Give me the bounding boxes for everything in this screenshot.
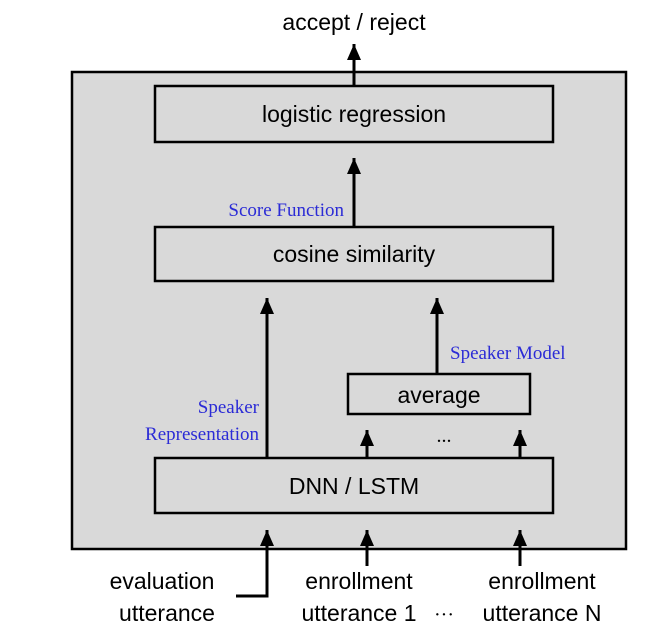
- average-label: average: [397, 382, 480, 408]
- score-function-label: Score Function: [228, 200, 344, 221]
- speaker-model-label: Speaker Model: [450, 343, 566, 364]
- logistic-regression-label: logistic regression: [262, 101, 446, 127]
- logistic-regression-box: logistic regression: [153, 84, 555, 144]
- average-box: average: [346, 372, 532, 416]
- enrollment-utterance-n-line2: utterance N: [483, 600, 602, 626]
- evaluation-input-arrow: [236, 530, 274, 598]
- evaluation-utterance-line2: utterance: [119, 600, 215, 626]
- cosine-similarity-label: cosine similarity: [273, 241, 436, 267]
- cosine-similarity-box: cosine similarity: [153, 225, 555, 283]
- speaker-representation-label-line2: Representation: [145, 424, 259, 445]
- dnn-lstm-box: DNN / LSTM: [153, 456, 555, 515]
- speaker-representation-label-line1: Speaker: [198, 397, 260, 418]
- enrollment-utterance-n-line1: enrollment: [488, 568, 596, 594]
- ellipsis: ...: [437, 425, 452, 447]
- evaluation-utterance-line1: evaluation: [110, 568, 215, 594]
- output-label: accept / reject: [282, 9, 426, 35]
- dnn-lstm-label: DNN / LSTM: [289, 473, 419, 499]
- inputs-ellipsis: ···: [434, 604, 454, 626]
- enrollment-utterance-1-line1: enrollment: [305, 568, 413, 594]
- enrollment-utterance-1-line2: utterance 1: [301, 600, 416, 626]
